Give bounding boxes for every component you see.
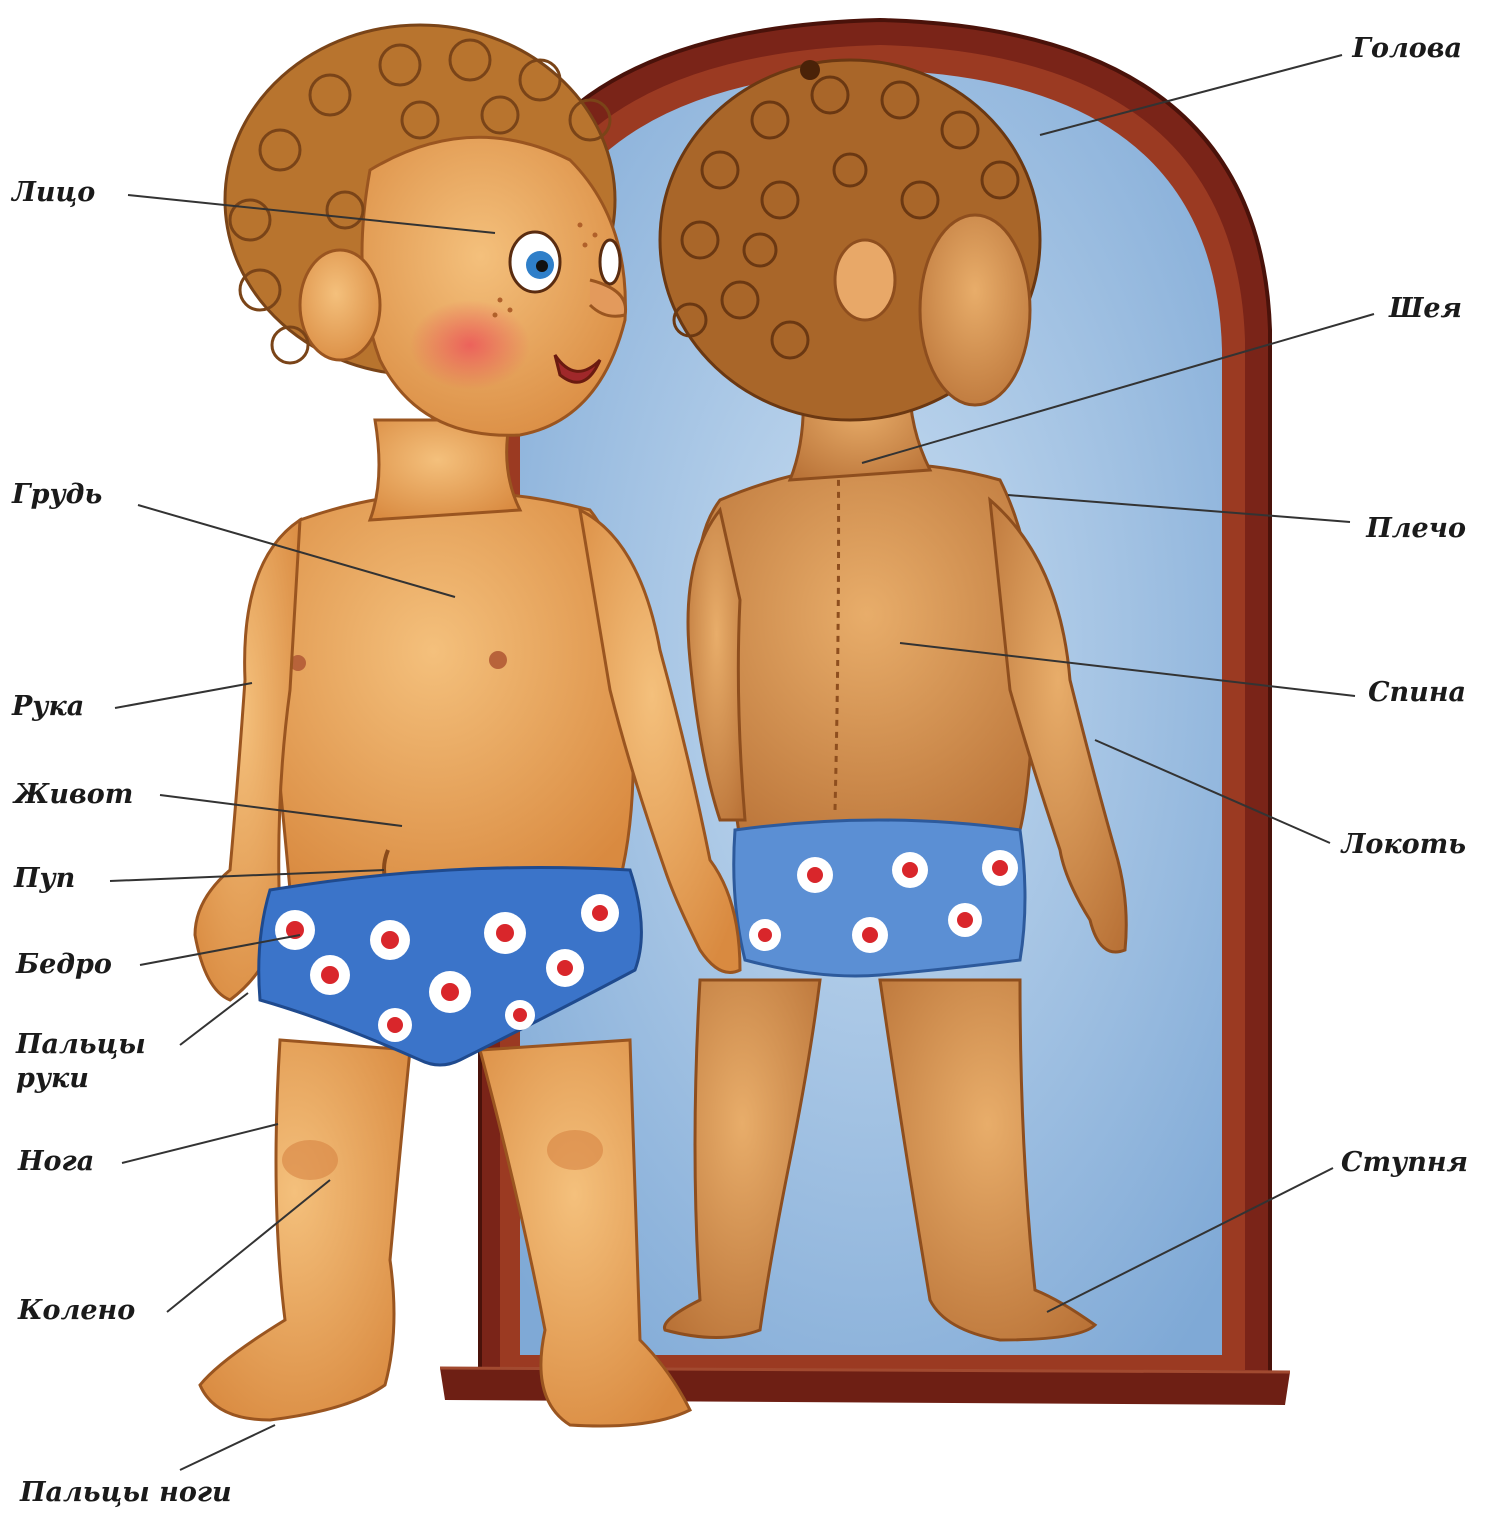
label-shoulder: Плечо — [1366, 512, 1466, 546]
leader-leg — [122, 1124, 278, 1163]
label-fingers: Пальцы руки — [16, 1028, 146, 1096]
label-arm: Рука — [12, 690, 84, 724]
label-face: Лицо — [12, 176, 95, 210]
label-toes: Пальцы ноги — [20, 1476, 232, 1510]
label-leg: Нога — [18, 1145, 94, 1179]
label-thigh: Бедро — [16, 948, 112, 982]
leader-arm — [115, 683, 252, 708]
label-elbow: Локоть — [1341, 828, 1466, 862]
label-head: Голова — [1352, 32, 1462, 66]
leader-toes — [180, 1425, 275, 1470]
label-chest: Грудь — [12, 478, 102, 512]
label-back: Спина — [1368, 676, 1466, 710]
label-knee: Колено — [18, 1294, 135, 1328]
label-foot: Ступня — [1341, 1146, 1468, 1180]
label-fingers-line2: руки — [16, 1062, 146, 1096]
leader-fingers — [180, 993, 248, 1045]
label-navel: Пуп — [14, 862, 75, 896]
label-belly: Живот — [14, 778, 133, 812]
label-fingers-line1: Пальцы — [16, 1028, 146, 1062]
label-neck: Шея — [1389, 292, 1462, 326]
